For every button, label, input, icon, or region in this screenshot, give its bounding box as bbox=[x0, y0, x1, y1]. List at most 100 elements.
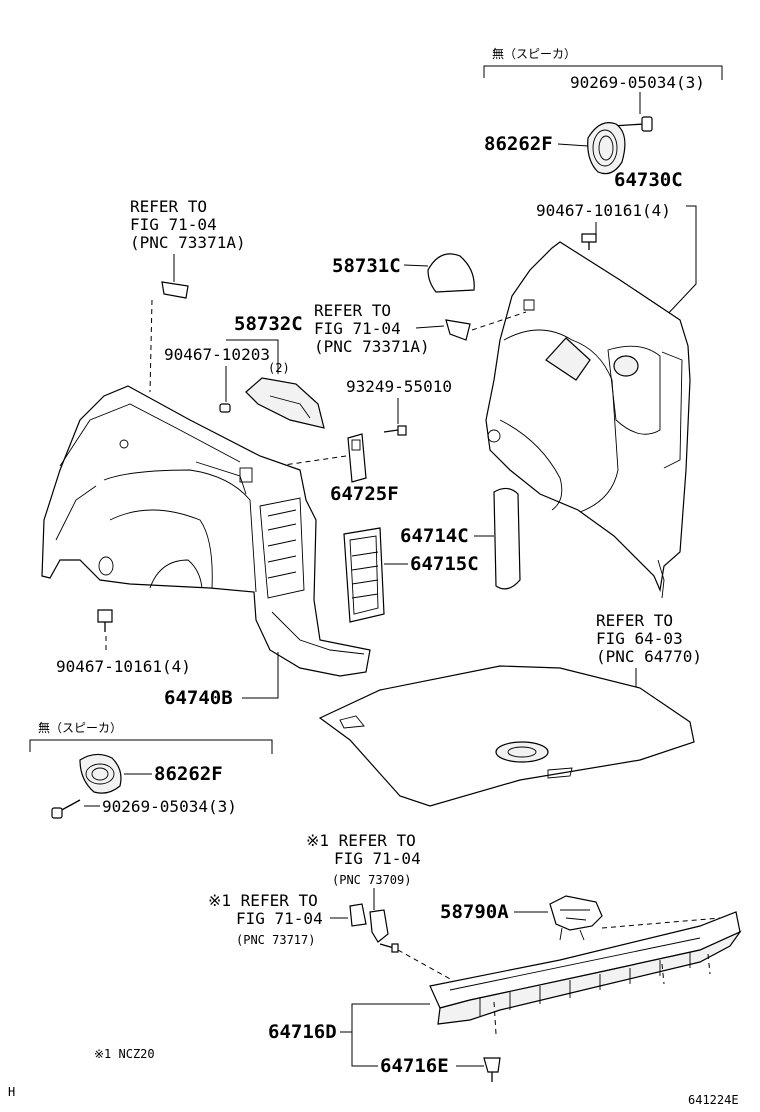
hook-58790a-label: 58790A bbox=[440, 901, 509, 923]
clip-icon-73717 bbox=[349, 903, 367, 927]
mat-handle bbox=[547, 767, 573, 779]
panel-left-labels: 90467-10161(4) 64740B bbox=[56, 609, 279, 709]
no-speaker-label-bottom: 無（スピーカ） bbox=[38, 720, 122, 735]
note-ncz20: ※1 NCZ20 bbox=[94, 1047, 155, 1061]
refer-left-line1: REFER TO bbox=[130, 197, 207, 216]
panel-right-leader bbox=[663, 205, 697, 319]
plate-labels: 64716D 64716E bbox=[268, 1003, 501, 1082]
speaker-ring-icon-bottom bbox=[79, 753, 122, 794]
refer-mat-line2: FIG 64-03 bbox=[596, 629, 683, 648]
clip-icon-73709 bbox=[369, 909, 389, 943]
refer-left-dash bbox=[149, 299, 153, 393]
bracket-top bbox=[483, 65, 723, 80]
clip-64716e-icon bbox=[483, 1057, 501, 1082]
speaker-ring-label-top: 86262F bbox=[484, 133, 553, 155]
lid-group: 64714C 64715C bbox=[343, 487, 521, 623]
mat-spare-inner bbox=[507, 746, 537, 758]
lid-64715c-slats bbox=[351, 551, 379, 599]
hook-64725f-group: 64725F bbox=[249, 433, 399, 505]
refer-mid-line3: (PNC 73371A) bbox=[314, 337, 430, 356]
refer-mid-dash bbox=[471, 311, 527, 331]
plate-64716d-leader bbox=[340, 1003, 430, 1033]
clip-left-top-label: 90467-10203 bbox=[164, 345, 270, 364]
hook-58790a-group: 58790A bbox=[440, 895, 603, 941]
lid-64715c-icon bbox=[343, 527, 385, 623]
hook-64725f-label: 64725F bbox=[330, 483, 399, 505]
scuff-plate-ribs bbox=[479, 952, 691, 1016]
cover-58731c-leader bbox=[403, 264, 429, 267]
refer-b2-line1: ※1 REFER TO bbox=[208, 891, 318, 910]
refer-mid-group: REFER TO FIG 71-04 (PNC 73371A) bbox=[314, 301, 527, 356]
scuff-dash-1 bbox=[397, 949, 453, 981]
clip-left-bottom-label: 90467-10161(4) bbox=[56, 657, 191, 676]
qty-2-label: (2) bbox=[268, 361, 290, 375]
screw-group: 93249-55010 bbox=[346, 377, 452, 436]
refer-mat-line3: (PNC 64770) bbox=[596, 647, 702, 666]
clip-icon-left-top bbox=[161, 281, 189, 299]
screw-icon bbox=[383, 425, 407, 436]
scuff-dash-4 bbox=[661, 963, 665, 985]
no-speaker-label-top: 無（スピーカ） bbox=[492, 46, 576, 61]
refer-mid-leader bbox=[415, 325, 445, 329]
bolt-icon-bottom bbox=[51, 799, 81, 819]
hook-64725f-icon bbox=[347, 433, 367, 483]
clip-64716e-label: 64716E bbox=[380, 1055, 449, 1077]
mat-cutout-left bbox=[339, 715, 365, 729]
refer-b1-line3: (PNC 73709) bbox=[332, 873, 411, 887]
cover-58731c-icon bbox=[427, 253, 475, 293]
refer-b1-line2: FIG 71-04 bbox=[334, 849, 421, 868]
scuff-dash-2 bbox=[601, 917, 721, 929]
scuff-dash-5 bbox=[707, 953, 711, 975]
clip-icon-10203 bbox=[219, 403, 231, 413]
lid-64714c-icon bbox=[493, 487, 521, 590]
speaker-ring-label-bottom: 86262F bbox=[154, 763, 223, 785]
mat-spare-well bbox=[495, 741, 549, 763]
refer-b2-line3: (PNC 73717) bbox=[236, 933, 315, 947]
hook-64725f-dash bbox=[249, 455, 347, 471]
clip-right-label: 90467-10161(4) bbox=[536, 201, 671, 220]
clip-icon-mid bbox=[445, 319, 471, 341]
refer-mid-line1: REFER TO bbox=[314, 301, 391, 320]
speaker-group-top: 無（スピーカ） 90269-05034(3) 86262F 64730C bbox=[483, 46, 723, 191]
screw-icon-bottom bbox=[379, 943, 399, 953]
bolt-label-top: 90269-05034(3) bbox=[570, 73, 705, 92]
quarter-panel-right bbox=[485, 241, 691, 599]
speaker-group-bottom: 無（スピーカ） 86262F 90269-05034(3) bbox=[29, 720, 273, 819]
hook-58790a-icon bbox=[549, 895, 603, 941]
scuff-plate-64716d bbox=[397, 911, 742, 1035]
luggage-mat bbox=[318, 665, 695, 807]
corner-h-label: H bbox=[8, 1085, 15, 1099]
plate-64716e-leader bbox=[351, 1032, 378, 1067]
cover-58732c-icon bbox=[245, 377, 325, 429]
lid-64714c-label: 64714C bbox=[400, 525, 469, 547]
mat-group: REFER TO FIG 64-03 (PNC 64770) bbox=[318, 611, 702, 807]
right-panel-group: 90467-10161(4) bbox=[485, 201, 697, 599]
scuff-plate-edge bbox=[449, 937, 701, 991]
refer-mid-line2: FIG 71-04 bbox=[314, 319, 401, 338]
clip-icon-left-bottom bbox=[97, 609, 113, 632]
bracket-bottom bbox=[29, 739, 273, 754]
cover-58731c-group: 58731C bbox=[332, 253, 475, 293]
lid-64715c-label: 64715C bbox=[410, 553, 479, 575]
cover-58732c-detail bbox=[269, 395, 311, 419]
cover-58732c-group: 58732C 90467-10203 (2) bbox=[164, 313, 325, 429]
clip-icon-right bbox=[581, 233, 597, 250]
refer-b1-line1: ※1 REFER TO bbox=[306, 831, 416, 850]
refer-b2-group: ※1 REFER TO FIG 71-04 (PNC 73717) bbox=[208, 891, 367, 947]
bolt-label-bottom: 90269-05034(3) bbox=[102, 797, 237, 816]
refer-b2-line2: FIG 71-04 bbox=[236, 909, 323, 928]
refer-mat-line1: REFER TO bbox=[596, 611, 673, 630]
speaker-ring-icon-top bbox=[587, 122, 626, 175]
cover-58732c-leader bbox=[226, 339, 279, 374]
refer-left-group: REFER TO FIG 71-04 (PNC 73371A) bbox=[130, 197, 246, 393]
screw-label: 93249-55010 bbox=[346, 377, 452, 396]
cover-58731c-label: 58731C bbox=[332, 255, 401, 277]
figure-code: 641224E bbox=[688, 1093, 739, 1107]
panel-left-label: 64740B bbox=[164, 687, 233, 709]
hook-64725f-detail bbox=[351, 439, 361, 451]
plate-64716d-label: 64716D bbox=[268, 1021, 337, 1043]
scuff-plate-face bbox=[437, 930, 742, 1025]
panel-right-label: 64730C bbox=[614, 169, 683, 191]
